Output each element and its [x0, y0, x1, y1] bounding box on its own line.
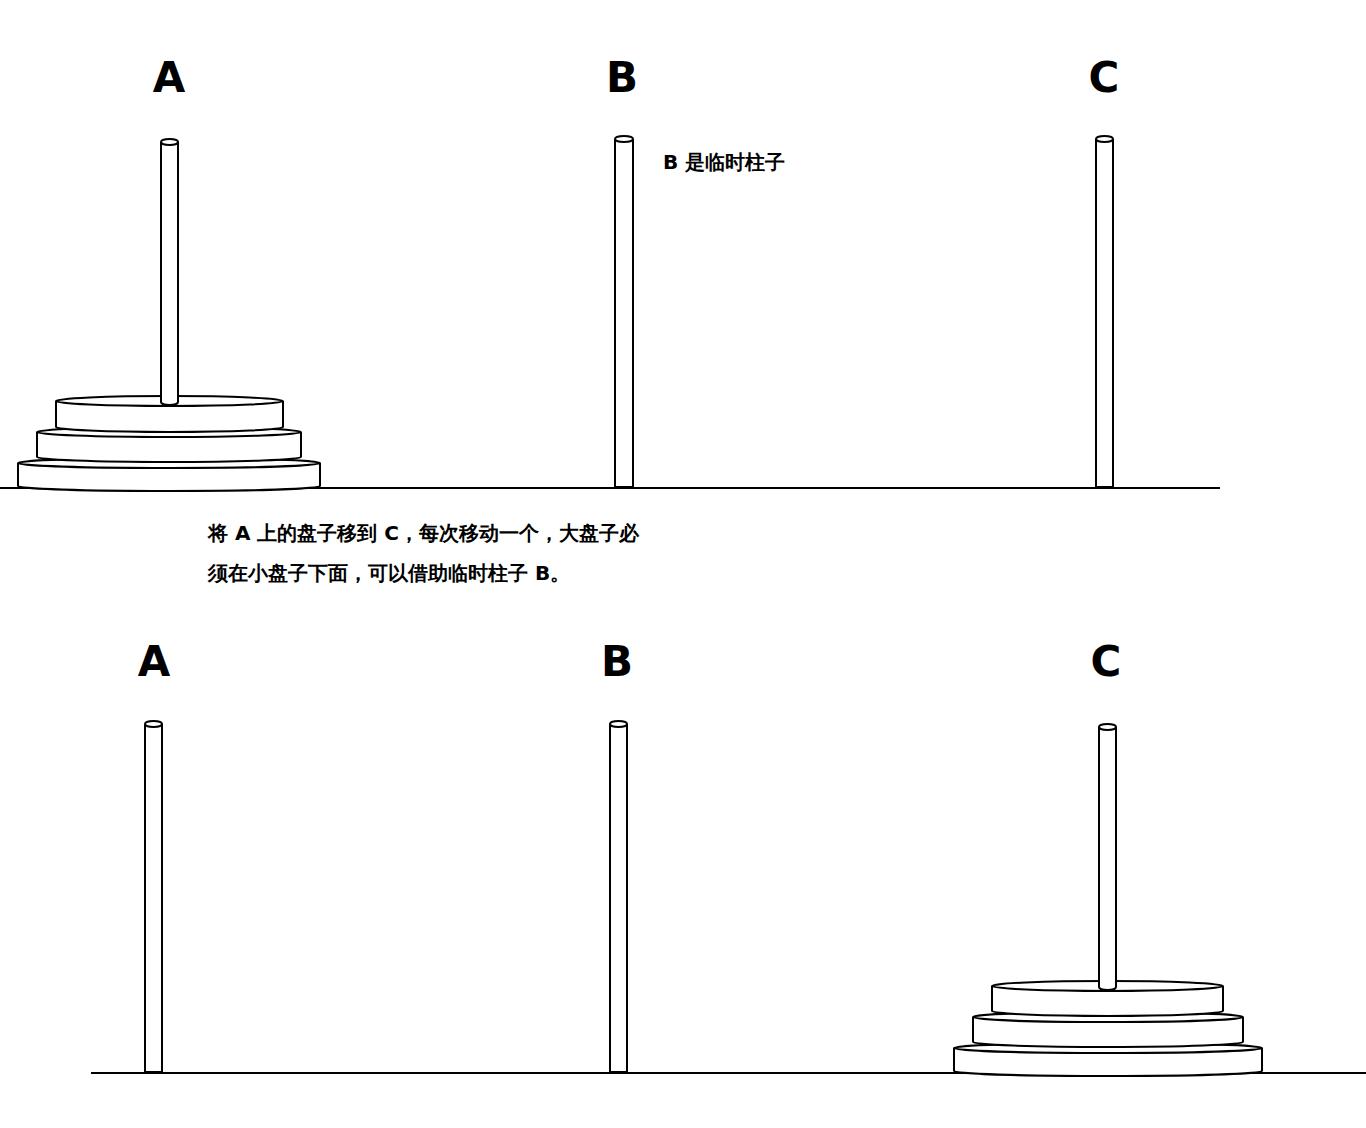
pole	[615, 139, 633, 487]
pole-top	[161, 139, 178, 145]
pole-top	[610, 721, 627, 727]
pole-letter: A	[153, 57, 186, 99]
pole-top	[615, 136, 633, 142]
bottom-scene	[91, 721, 1366, 1076]
pole	[1099, 727, 1116, 990]
pole	[1096, 139, 1113, 487]
pole-letter: B	[606, 57, 638, 99]
pole	[610, 724, 627, 1072]
pole-top	[1099, 724, 1116, 730]
pole	[161, 142, 178, 405]
pole-letter: A	[138, 641, 171, 683]
pole-top	[145, 721, 162, 727]
pole-letter: C	[1089, 57, 1120, 99]
pole-note: B 是临时柱子	[663, 150, 785, 174]
pole-letter: B	[601, 641, 633, 683]
top-scene	[0, 136, 1220, 491]
pole-letter: C	[1091, 641, 1122, 683]
instruction-text: 将 A 上的盘子移到 C，每次移动一个，大盘子必须在小盘子下面，可以借助临时柱子…	[208, 513, 658, 593]
pole	[145, 724, 162, 1072]
pole-top	[1096, 136, 1113, 142]
